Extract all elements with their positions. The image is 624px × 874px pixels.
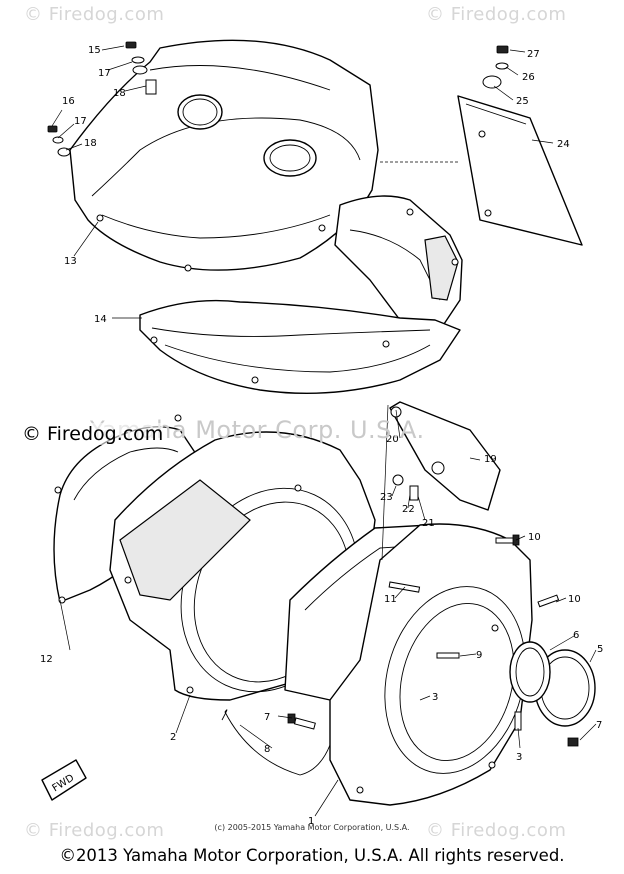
watermark-bottom-right: © Firedog.com bbox=[426, 820, 567, 841]
callout-21: 21 bbox=[422, 518, 435, 529]
callout-18: 18 bbox=[113, 88, 126, 99]
callouts: 15 17 18 16 17 18 13 14 27 26 25 24 12 2… bbox=[40, 45, 603, 827]
callout-2: 2 bbox=[170, 732, 176, 743]
plate-part-24 bbox=[457, 95, 583, 246]
watermark-top-right: © Firedog.com bbox=[426, 4, 567, 25]
callout-19: 19 bbox=[484, 454, 497, 465]
callout-11: 11 bbox=[384, 594, 397, 605]
callout-17: 17 bbox=[98, 68, 111, 79]
small-copyright: (c) 2005-2015 Yamaha Motor Corporation, … bbox=[214, 823, 410, 832]
callout-22: 22 bbox=[402, 504, 415, 515]
fwd-badge: FWD bbox=[41, 759, 87, 801]
callout-18b: 18 bbox=[84, 138, 97, 149]
callout-13: 13 bbox=[64, 256, 77, 267]
hardware-top-left bbox=[47, 41, 157, 157]
callout-17b: 17 bbox=[74, 116, 87, 127]
leader-lines bbox=[51, 45, 597, 817]
callout-27: 27 bbox=[527, 49, 540, 60]
cap-part-4 bbox=[509, 641, 596, 727]
bracket-part-19 bbox=[389, 401, 501, 511]
callout-9: 9 bbox=[476, 650, 482, 661]
callout-3b: 3 bbox=[516, 752, 522, 763]
callout-12: 12 bbox=[40, 654, 53, 665]
callout-25: 25 bbox=[516, 96, 529, 107]
lower-cover-part-14 bbox=[139, 299, 461, 395]
callout-24: 24 bbox=[557, 139, 570, 150]
watermark-bottom-left: © Firedog.com bbox=[24, 820, 165, 841]
callout-14: 14 bbox=[94, 314, 107, 325]
callout-8: 8 bbox=[264, 744, 270, 755]
duct-extension bbox=[334, 195, 463, 331]
site-mark: © Firedog.com bbox=[22, 423, 164, 445]
shroud-part-13 bbox=[69, 39, 379, 272]
gasket-part-8 bbox=[221, 709, 331, 776]
callout-3a: 3 bbox=[432, 692, 438, 703]
watermark-top-left: © Firedog.com bbox=[24, 4, 165, 25]
hardware-top-right bbox=[482, 45, 509, 89]
callout-5: 6 bbox=[573, 630, 579, 641]
callout-26: 26 bbox=[522, 72, 535, 83]
callout-23: 23 bbox=[380, 492, 393, 503]
callout-10a: 10 bbox=[528, 532, 541, 543]
callout-4: 5 bbox=[597, 644, 603, 655]
callout-7: 7 bbox=[264, 712, 270, 723]
callout-6: 7 bbox=[596, 720, 602, 731]
callout-1: 1 bbox=[308, 816, 314, 827]
callout-15: 15 bbox=[88, 45, 101, 56]
callout-20: 20 bbox=[386, 434, 399, 445]
callout-16: 16 bbox=[62, 96, 75, 107]
callout-10b: 10 bbox=[568, 594, 581, 605]
main-copyright: ©2013 Yamaha Motor Corporation, U.S.A. A… bbox=[59, 846, 565, 865]
